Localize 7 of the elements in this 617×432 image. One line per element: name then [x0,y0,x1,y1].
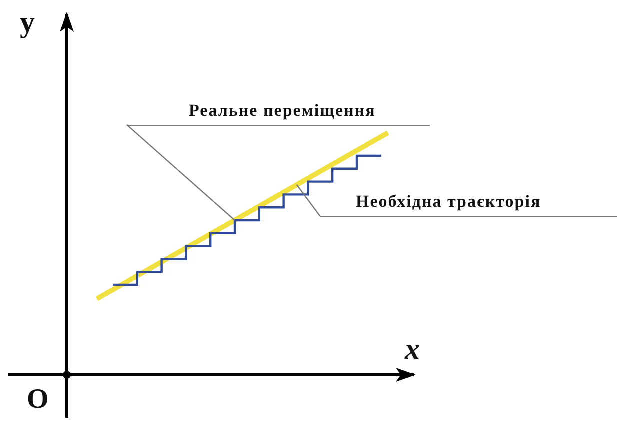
origin-label: O [27,386,49,414]
axis-label: y [20,8,35,38]
callout-text: Необхідна траєкторія [356,192,542,212]
callout-text: Реальне переміщення [189,101,376,121]
leader-line [296,184,320,216]
axis-label: x [405,335,420,365]
leader-line [126,124,236,221]
